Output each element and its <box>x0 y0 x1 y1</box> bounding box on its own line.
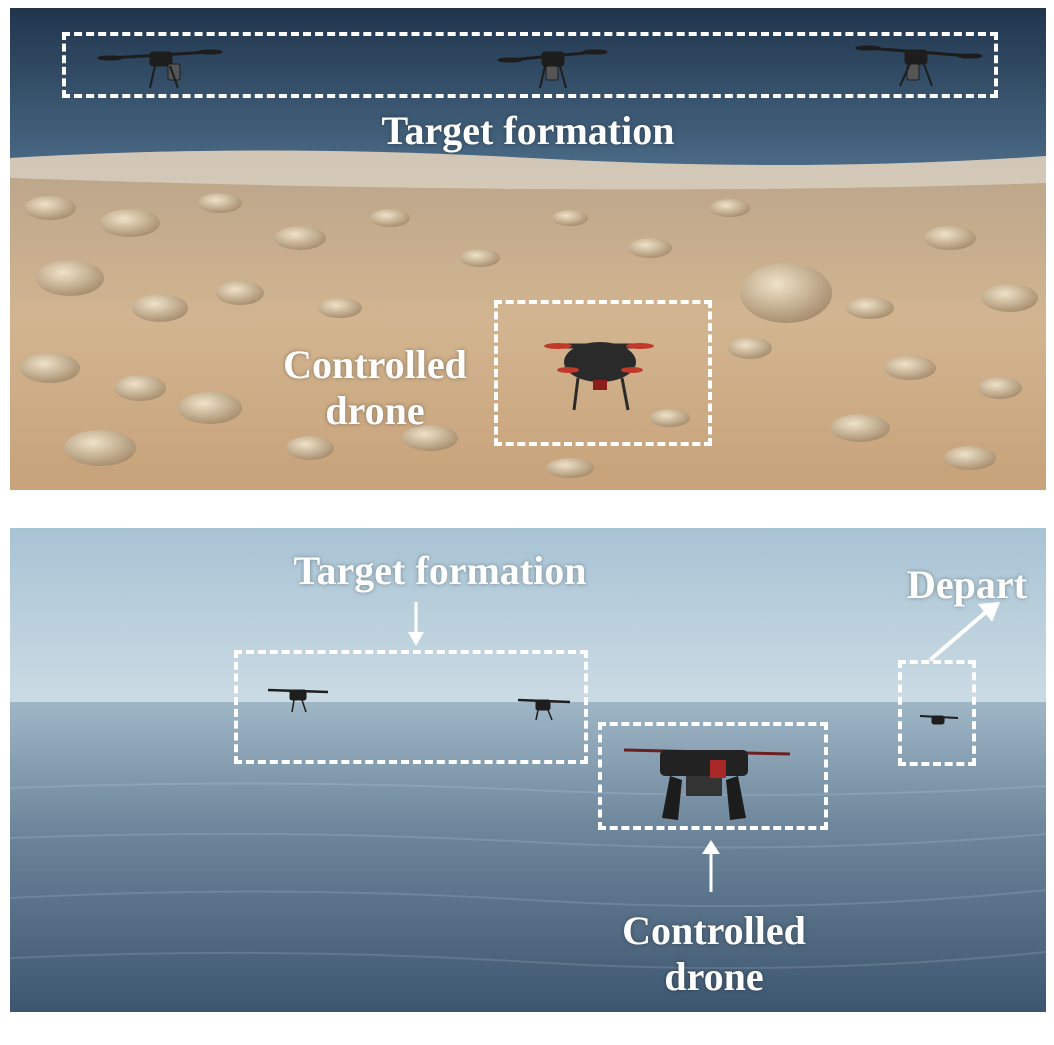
controlled-drone-beach <box>544 342 654 411</box>
surf-line <box>10 150 1046 190</box>
target-formation-label: Target formation <box>293 548 587 593</box>
sea-scene-panel: Target formation Depart Controlled drone <box>10 528 1046 1012</box>
formation-drone-center <box>497 49 608 89</box>
target-formation-arrow-icon <box>408 602 424 646</box>
sea-scene-background <box>10 528 1046 1012</box>
controlled-drone-label-line1: Controlled <box>283 342 467 387</box>
sea-area <box>10 702 1046 1012</box>
departing-drone <box>919 715 959 725</box>
controlled-drone-box <box>494 300 712 446</box>
target-formation-box <box>62 32 998 98</box>
beach-scene-panel: Target formation Controlled drone <box>10 8 1046 490</box>
formation-drone-left <box>267 688 329 713</box>
formation-drone-right <box>855 45 983 87</box>
depart-label: Depart <box>907 562 1027 607</box>
controlled-drone-label: Controlled drone <box>262 342 488 434</box>
rocks <box>20 193 1038 478</box>
controlled-drone-label-line2: drone <box>664 954 764 999</box>
controlled-drone-label-line1: Controlled <box>622 908 806 953</box>
formation-drone-left <box>97 49 223 89</box>
wave-lines <box>10 782 1046 970</box>
formation-drone-right <box>517 698 571 721</box>
depart-arrow-icon <box>928 602 1000 662</box>
controlled-drone-arrow-icon <box>702 840 720 892</box>
depart-box <box>898 660 976 766</box>
controlled-drone-label: Controlled drone <box>596 908 832 1000</box>
target-formation-label: Target formation <box>381 108 675 153</box>
sky-area <box>10 528 1046 704</box>
controlled-drone-box <box>598 722 828 830</box>
sand-area <box>10 150 1046 490</box>
controlled-drone-label-line2: drone <box>325 388 425 433</box>
target-formation-box <box>234 650 588 764</box>
controlled-drone-sea <box>623 748 791 820</box>
